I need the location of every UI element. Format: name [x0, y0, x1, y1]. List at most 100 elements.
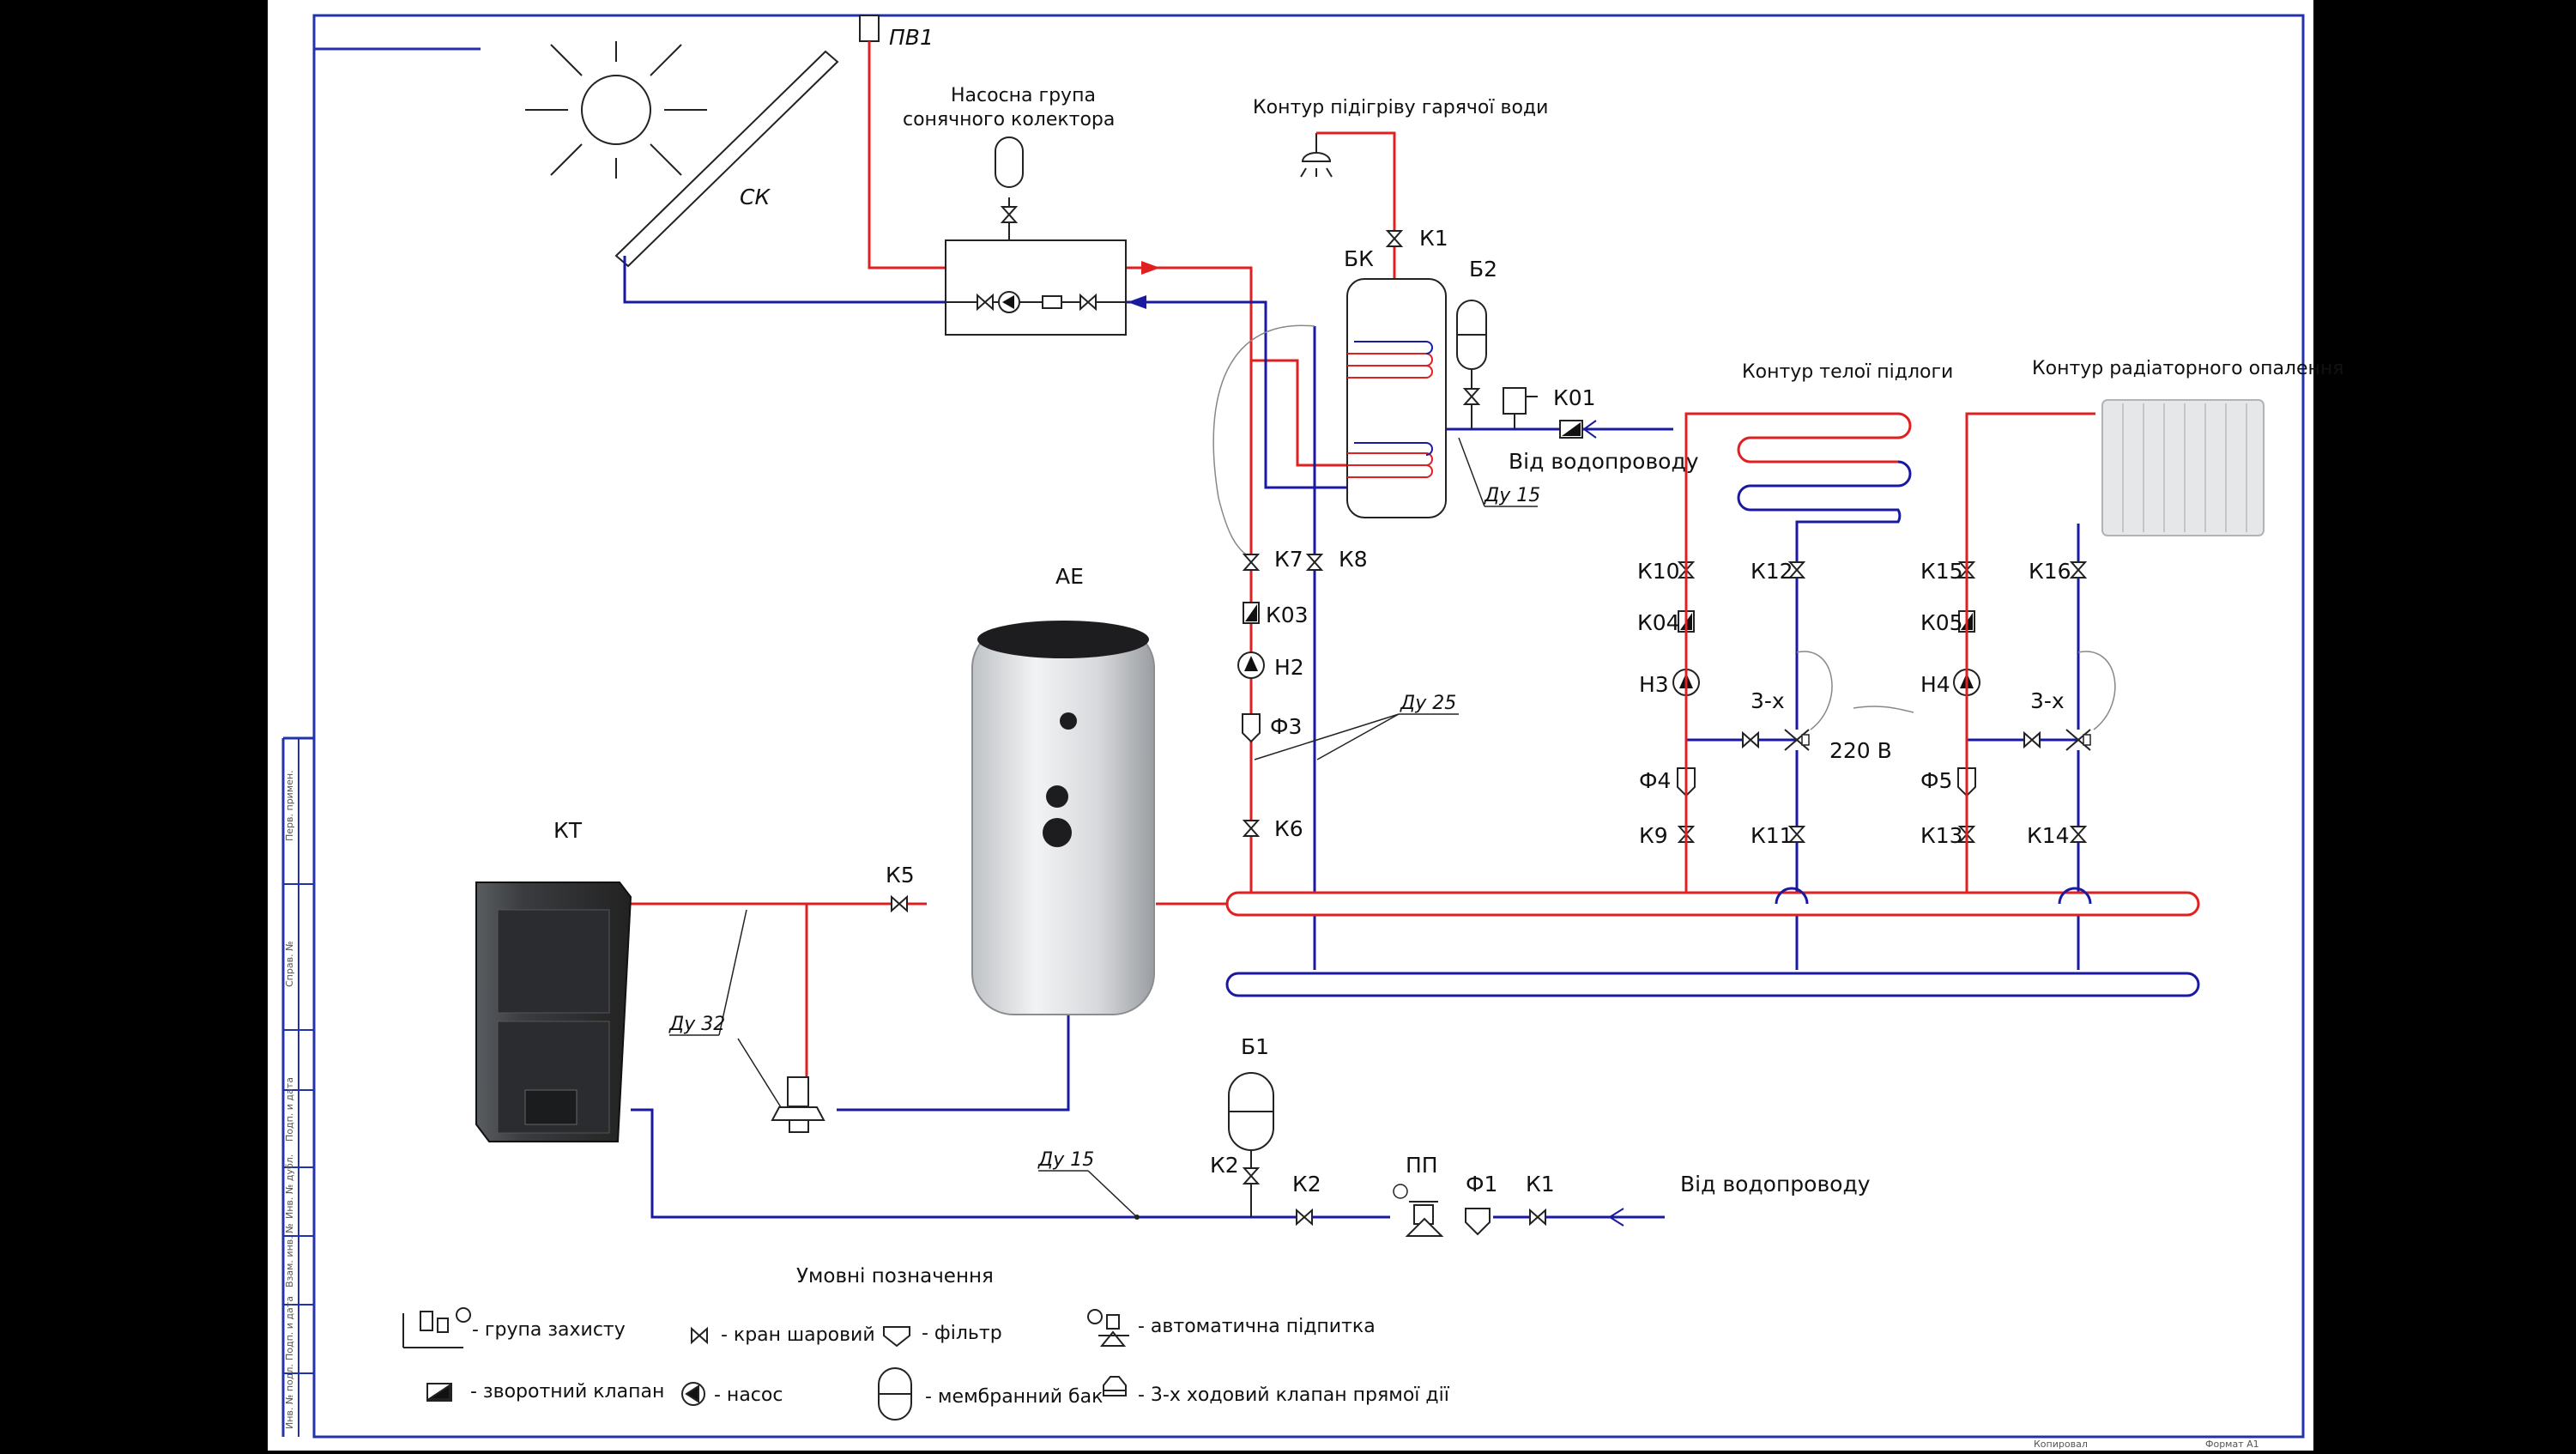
- air-vent-label: ПВ1: [889, 25, 934, 50]
- du32-label: Ду 32: [668, 1014, 725, 1035]
- check-valve-k01-label: К01: [1553, 385, 1596, 410]
- valve-column-k7: [1237, 554, 1322, 837]
- valve-k5-label: К5: [886, 863, 915, 888]
- membrane-tank-icon: [878, 1367, 912, 1421]
- tank-b2-label: Б2: [1469, 257, 1497, 282]
- filter-f4-label: Ф4: [1639, 768, 1671, 793]
- thermostatic-mixing-valve: [737, 1038, 825, 1133]
- from-water-bottom-label: Від водопроводу: [1680, 1172, 1871, 1197]
- voltage-220-label: 220 В: [1829, 738, 1892, 763]
- hot-water-circuit-label: Контур підігріву гарячої води: [1253, 97, 1548, 118]
- du32-leader: [669, 909, 747, 1036]
- check-valve-k03-label: К03: [1266, 603, 1309, 627]
- drawing-paper: [268, 0, 2313, 1451]
- valve-k12-label: К12: [1751, 559, 1793, 584]
- legend-item-4: - автоматична підпитка: [1138, 1316, 1376, 1337]
- valve-k9-label: К9: [1639, 823, 1668, 848]
- distribution-manifold: [1225, 887, 2200, 997]
- du15-top-leader: [1458, 437, 1538, 507]
- power-cable: [1853, 706, 1914, 713]
- du25-label: Ду 25: [1400, 693, 1456, 714]
- stamp-cell-4: Инв. № дубл.: [284, 1154, 295, 1219]
- valve-k16-label: К16: [2029, 559, 2071, 584]
- du25-leader: [1254, 713, 1459, 760]
- check-valve-k01: [1559, 420, 1583, 439]
- valve-k6-label: К6: [1274, 816, 1303, 841]
- drawing-frame: [281, 14, 2305, 1439]
- stamp-cell-7: Инв. № подл.: [284, 1364, 295, 1429]
- makeup-line: [1134, 1072, 1665, 1237]
- collector-label: СК: [740, 185, 771, 209]
- shower-head-icon: [1300, 131, 1394, 178]
- filter-f1-label: Ф1: [1466, 1172, 1497, 1197]
- pump-h4-label: Н4: [1920, 672, 1950, 697]
- pump-icon: [681, 1382, 705, 1406]
- stamp-cell-1: Перв. примен.: [284, 770, 295, 841]
- valve-k13-label: К13: [1920, 823, 1963, 848]
- valve-k11-label: К11: [1751, 823, 1793, 848]
- solar-pump-group: [945, 136, 1160, 336]
- stamp-cell-5: Взам. инв. №: [284, 1223, 295, 1287]
- stamp-cell-6: Подп. и дата: [284, 1296, 295, 1360]
- radiator-circuit-label: Контур радіаторного опалення: [2032, 358, 2344, 379]
- legend-item-7: - мембранний бак: [925, 1386, 1103, 1408]
- boiler-bk-label: БК: [1344, 246, 1374, 271]
- tank-ae-label: АЕ: [1055, 564, 1084, 589]
- stamp-copied: Копировал: [2034, 1439, 2088, 1450]
- boiler-kt-label: КТ: [553, 818, 583, 843]
- stamp-format: Формат А1: [2205, 1439, 2259, 1450]
- legend-title: Умовні позначення: [796, 1265, 994, 1287]
- pump-group-label-1: Насосна група: [951, 85, 1096, 106]
- from-water-top-label: Від водопроводу: [1509, 449, 1699, 474]
- check-valve-k04-label: К04: [1637, 610, 1680, 635]
- filter-f5-label: Ф5: [1920, 768, 1952, 793]
- return-pipes: [623, 256, 2080, 1219]
- du15-bottom-leader: [1038, 1170, 1138, 1218]
- check-valve-k05-label: К05: [1920, 610, 1963, 635]
- pump-group-label-2: сонячного колектора: [903, 109, 1115, 130]
- air-vent-pv1: [859, 15, 880, 57]
- check-valve-icon: [426, 1383, 452, 1402]
- sun-icon: [525, 41, 707, 179]
- indirect-boiler-bk: [1346, 278, 1447, 518]
- valve-k2b-label: К2: [1292, 1172, 1321, 1197]
- sensor-cable: [1212, 324, 1315, 559]
- auto-fill-icon: [1087, 1309, 1129, 1347]
- du15-top-label: Ду 15: [1484, 485, 1540, 506]
- legend-item-6: - насос: [714, 1384, 783, 1406]
- stamp-cell-2: Справ. №: [284, 941, 295, 987]
- reducer-pp-label: ПП: [1406, 1153, 1438, 1178]
- side-stamp: [283, 738, 314, 1437]
- stamp-cell-3: Подп. и дата: [284, 1077, 295, 1142]
- side-stamp-labels: Перв. примен. Справ. № Подп. и дата Инв.…: [284, 770, 295, 1429]
- du15-bottom-label: Ду 15: [1037, 1149, 1094, 1171]
- buffer-tank-ae: [971, 621, 1155, 1015]
- safety-group-icon: [402, 1307, 471, 1348]
- radiator-icon: [2101, 399, 2265, 536]
- safety-valve-top: [1503, 387, 1538, 429]
- pump-h2-label: Н2: [1274, 655, 1304, 680]
- legend-item-3: - фільтр: [922, 1323, 1002, 1344]
- floor-circuit-fittings: [1672, 561, 1833, 843]
- solid-fuel-boiler-kt: [475, 881, 632, 1142]
- valve-k8-label: К8: [1339, 547, 1368, 572]
- legend-item-2: - кран шаровий: [721, 1324, 875, 1346]
- expansion-tank-b2: [1456, 300, 1487, 429]
- inlet-arrow-top: [1582, 420, 1597, 439]
- valve-k15-label: К15: [1920, 559, 1963, 584]
- legend-item-8: - 3-х ходовий клапан прямої дії: [1138, 1384, 1450, 1406]
- legend-symbols: [402, 1307, 1129, 1421]
- valve-k2a-label: К2: [1210, 1153, 1239, 1178]
- legend-item-5: - зворотний клапан: [470, 1381, 664, 1403]
- valve-k1-top-label: К1: [1419, 226, 1448, 251]
- pump-h3-label: Н3: [1639, 672, 1669, 697]
- valve-k1-bottom-label: К1: [1526, 1172, 1555, 1197]
- valve-k14-label: К14: [2027, 823, 2070, 848]
- legend-item-1: - група захисту: [472, 1319, 626, 1341]
- three-way-1-label: 3-х: [1751, 688, 1785, 713]
- valve-k10-label: К10: [1637, 559, 1680, 584]
- three-way-valve-icon: [1103, 1376, 1127, 1396]
- floor-heating-coil: [1737, 412, 1912, 970]
